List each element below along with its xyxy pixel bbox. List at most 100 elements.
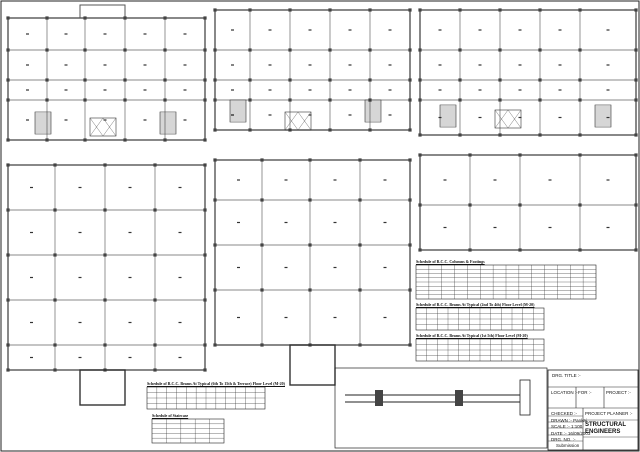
- slab-mark: [178, 186, 182, 189]
- column: [328, 8, 332, 12]
- column: [634, 153, 638, 157]
- plan3-lower-outline: [419, 154, 637, 251]
- column: [578, 133, 582, 137]
- staircase: [34, 111, 52, 135]
- slab-mark: [308, 64, 312, 66]
- column: [123, 138, 127, 142]
- column: [53, 253, 57, 257]
- column: [288, 8, 292, 12]
- slab-mark: [231, 29, 234, 31]
- slab-mark: [78, 186, 82, 189]
- column: [213, 198, 217, 202]
- column: [418, 78, 422, 82]
- column: [153, 298, 157, 302]
- slab-mark: [183, 64, 187, 66]
- column: [248, 48, 252, 52]
- slab-mark: [268, 29, 272, 31]
- column: [123, 48, 127, 52]
- column: [163, 78, 167, 82]
- column: [368, 128, 372, 132]
- slab-mark: [178, 321, 182, 324]
- slab-mark: [443, 226, 447, 229]
- column: [634, 98, 638, 102]
- section-details-frame: [334, 367, 548, 449]
- schedule-title-columns: Schedule of R.C.C. Columns & Footings: [416, 259, 485, 264]
- slab-mark: [478, 64, 482, 66]
- slab-mark: [333, 316, 337, 319]
- slab-mark: [284, 221, 288, 224]
- slab-mark: [64, 33, 68, 35]
- column: [83, 48, 87, 52]
- project-planner-label: PROJECT PLANNER :-: [585, 411, 633, 416]
- lift-core: [89, 117, 117, 137]
- column: [103, 298, 107, 302]
- column: [213, 98, 217, 102]
- column: [203, 16, 207, 20]
- slab-mark: [178, 356, 182, 359]
- column: [213, 158, 217, 162]
- column: [260, 198, 264, 202]
- column: [213, 243, 217, 247]
- column: [408, 343, 412, 347]
- column: [468, 153, 472, 157]
- slab-mark: [606, 89, 610, 91]
- slab-mark: [383, 179, 387, 181]
- column: [408, 78, 412, 82]
- column: [578, 78, 582, 82]
- column: [538, 133, 542, 137]
- column: [153, 163, 157, 167]
- column: [163, 138, 167, 142]
- column: [213, 48, 217, 52]
- lift-cross: [507, 109, 522, 129]
- plan1-bottom-box: [79, 369, 126, 406]
- slab-mark: [237, 221, 240, 224]
- column: [538, 98, 542, 102]
- column: [6, 138, 10, 142]
- slab-mark: [231, 89, 234, 91]
- lift-cross: [102, 117, 117, 137]
- slab-mark: [383, 316, 387, 319]
- slab-mark: [388, 114, 392, 116]
- slab-mark: [268, 114, 272, 116]
- slab-mark: [333, 221, 337, 224]
- column: [578, 203, 582, 207]
- drg-title-label: DRG. TITLE :-: [552, 373, 581, 378]
- column: [578, 98, 582, 102]
- column: [358, 243, 362, 247]
- column: [6, 163, 10, 167]
- column: [408, 8, 412, 12]
- slab-mark: [143, 64, 147, 66]
- column: [153, 253, 157, 257]
- slab-mark: [383, 221, 387, 224]
- staircase: [594, 104, 612, 128]
- column: [458, 78, 462, 82]
- slab-mark: [237, 266, 240, 269]
- column: [458, 98, 462, 102]
- column: [213, 288, 217, 292]
- column: [308, 158, 312, 162]
- slab-mark: [558, 64, 562, 66]
- plan1-upper-outline: [7, 17, 206, 141]
- slab-mark: [518, 64, 522, 66]
- column: [53, 208, 57, 212]
- column: [153, 208, 157, 212]
- plan2-upper-outline: [214, 9, 411, 131]
- staircase: [159, 111, 177, 135]
- plan2-lower-outline: [214, 159, 411, 346]
- location-label: LOCATION :-: [551, 390, 578, 395]
- slab-mark: [183, 33, 187, 35]
- column: [498, 48, 502, 52]
- slab-mark: [493, 226, 497, 229]
- lift-cross: [297, 111, 312, 131]
- slab-mark: [348, 89, 352, 91]
- slab-mark: [284, 316, 288, 319]
- drg-no-label: DRG. NO. :-: [551, 437, 576, 442]
- column: [408, 243, 412, 247]
- column: [418, 203, 422, 207]
- column: [418, 98, 422, 102]
- slab-mark: [478, 116, 482, 119]
- slab-mark: [143, 119, 147, 121]
- column: [6, 368, 10, 372]
- column: [634, 133, 638, 137]
